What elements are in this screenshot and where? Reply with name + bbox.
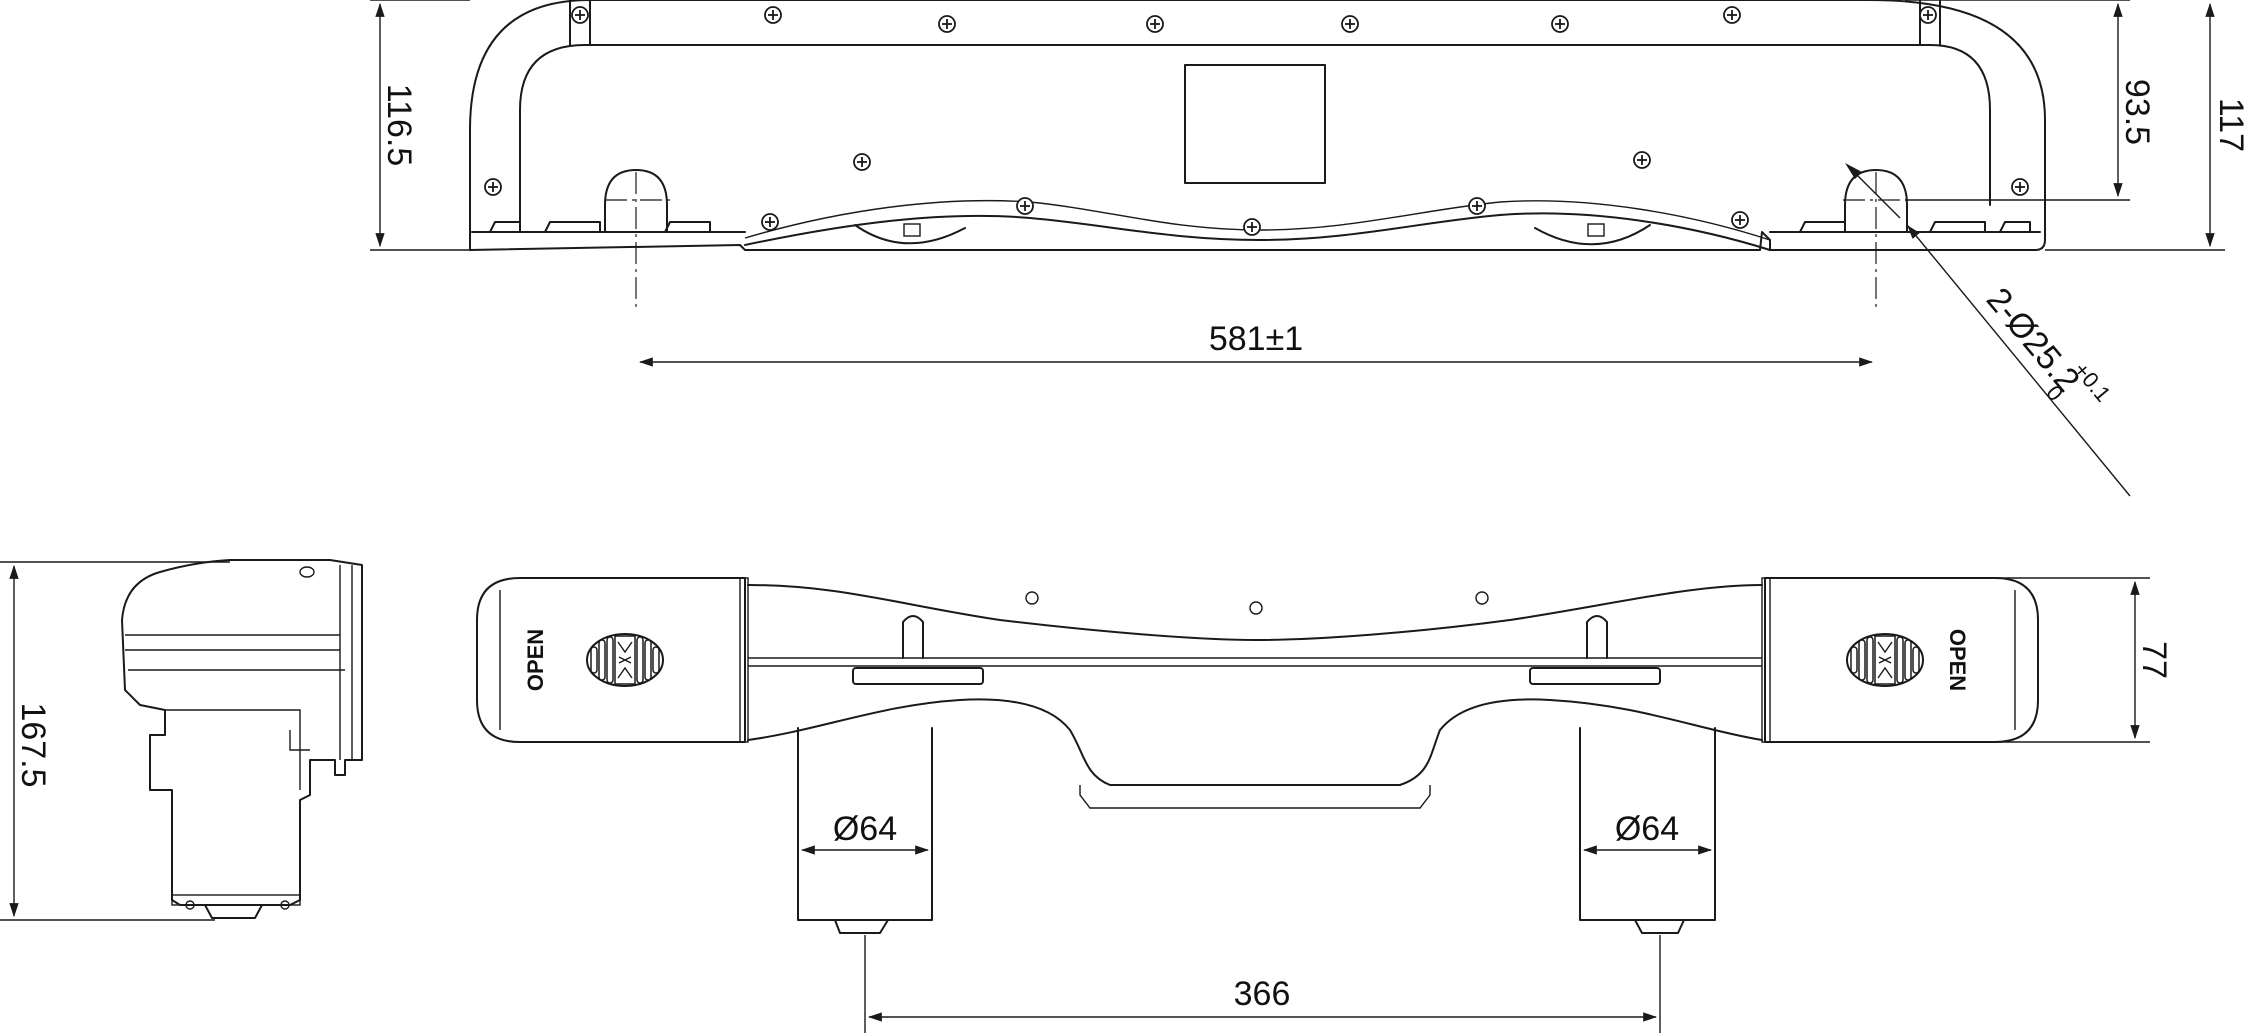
dim-text-117: 117 xyxy=(2212,98,2250,152)
hole-callout-text: 2-Ø25.2 xyxy=(1979,281,2087,400)
dim-text-116-5: 116.5 xyxy=(380,84,418,167)
side-view-tab xyxy=(289,730,310,751)
side-view-base xyxy=(171,894,301,906)
top-view-knob-left-tab xyxy=(903,223,921,237)
side-view-hole xyxy=(299,566,315,578)
front-view-pipe-right-foot xyxy=(1634,919,1685,934)
side-view-body xyxy=(121,559,363,906)
dim-text-366: 366 xyxy=(1234,975,1291,1013)
front-view-center-body xyxy=(747,584,1763,641)
top-view-knob-right xyxy=(1534,224,1651,246)
front-view-left-grille xyxy=(586,633,664,687)
front-view-clip-right xyxy=(1586,615,1608,659)
top-view-wavy-edge xyxy=(744,212,1771,251)
top-view-slots-right xyxy=(1799,221,2031,233)
front-view-bottom-outlet xyxy=(1079,785,1431,809)
front-view-knob-bar-right xyxy=(1529,667,1661,685)
top-view-outer-body xyxy=(469,0,2046,251)
front-view-clip-left xyxy=(902,615,924,659)
dim-text-77: 77 xyxy=(2135,641,2173,679)
top-view-keyhole-right xyxy=(1844,169,1908,233)
front-view-knob-bar-left xyxy=(852,667,984,685)
side-view-foot xyxy=(204,904,263,919)
top-view-label-plate xyxy=(1184,64,1326,184)
top-view-slots-left xyxy=(489,221,711,233)
front-view-lower-contour xyxy=(747,698,1763,786)
front-view-right-cap xyxy=(1764,577,2039,743)
front-view-pipe-left-foot xyxy=(834,919,889,934)
top-view-inner-frame xyxy=(519,44,1991,231)
side-view-lower-line xyxy=(165,709,301,790)
front-view: OPEN OPEN xyxy=(476,577,2039,934)
side-view-bands xyxy=(125,634,345,671)
hole-tolerance-lower: 0 xyxy=(2041,380,2068,405)
top-view-knob-left xyxy=(854,224,966,245)
front-view-pipe-left xyxy=(797,727,933,921)
top-view-keyhole-left xyxy=(604,169,668,233)
open-label-left: OPEN xyxy=(523,629,548,691)
top-view xyxy=(469,0,2046,310)
front-view-center-seam xyxy=(748,657,1762,667)
top-view-top-plate xyxy=(569,0,1941,46)
side-view-faceplate xyxy=(339,565,353,760)
front-view-right-grille xyxy=(1846,633,1924,687)
side-view-dimensions: 167.5 xyxy=(0,561,230,921)
top-view-knob-right-tab xyxy=(1587,223,1605,237)
side-view xyxy=(121,559,363,919)
dim-text-pipe-left: Ø64 xyxy=(833,810,897,848)
dim-text-581: 581±1 xyxy=(1209,320,1303,358)
hole-leader-long xyxy=(1907,225,2131,497)
open-label-right: OPEN xyxy=(1945,629,1970,691)
dim-text-167-5: 167.5 xyxy=(14,702,52,787)
front-view-left-cap xyxy=(476,577,746,743)
top-view-dimensions: 116.5 93.5 117 581±1 2-Ø25.2 +0.1 0 xyxy=(370,0,2250,497)
dim-text-93-5: 93.5 xyxy=(2118,79,2156,145)
front-view-pipe-right xyxy=(1579,727,1716,921)
dim-text-pipe-right: Ø64 xyxy=(1615,810,1679,848)
hole-leader-short xyxy=(1851,169,1901,219)
front-view-dimensions: 77 Ø64 Ø64 366 xyxy=(800,577,2173,1033)
